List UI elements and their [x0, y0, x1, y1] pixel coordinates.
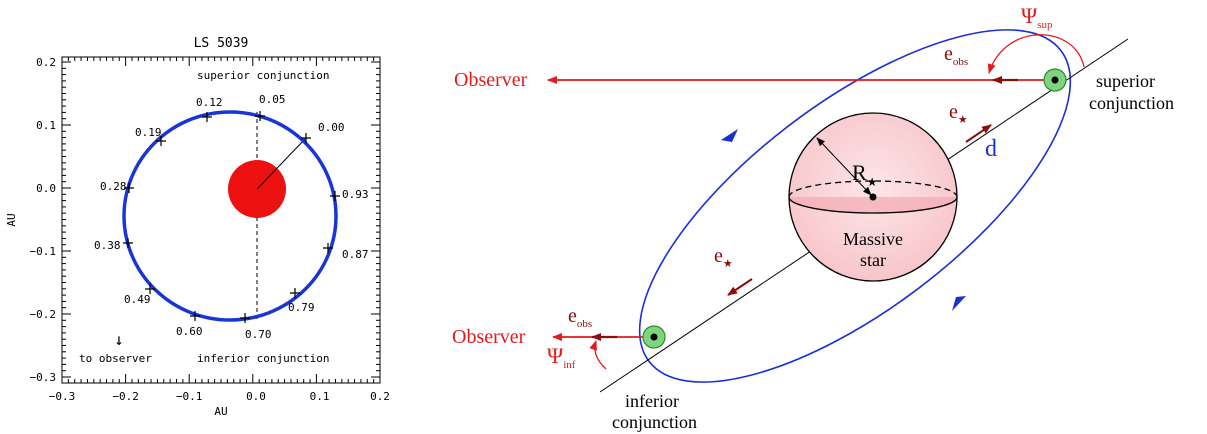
psi-sup-arc	[987, 34, 1085, 74]
phase-label: 0.93	[342, 188, 369, 201]
phase-label: 0.12	[196, 96, 223, 109]
y-tick-label: −0.2	[30, 308, 57, 321]
axis-ticks	[61, 57, 381, 383]
y-tick-label: −0.1	[30, 245, 57, 258]
x-tick-label: 0.2	[370, 390, 390, 403]
inferior-conjunction-line2: conjunction	[612, 412, 697, 432]
star-label-line1: Massive	[843, 229, 903, 249]
y-tick-label: −0.3	[30, 371, 57, 384]
x-axis-label: AU	[214, 405, 227, 418]
phase-cross	[156, 136, 166, 146]
e-obs-label-bottom: eobs	[568, 305, 592, 330]
e-star-label-lower: e★	[714, 245, 733, 270]
phase-cross	[301, 133, 311, 143]
observer-label-top: Observer	[454, 69, 528, 91]
phase-cross	[190, 311, 200, 321]
phase-label: 0.00	[318, 121, 345, 134]
star-label-line2: star	[860, 250, 886, 270]
down-arrow-icon: ↓	[114, 330, 124, 349]
phase-cross	[145, 284, 155, 294]
phase-crosses	[123, 111, 340, 323]
phase-cross	[323, 243, 333, 253]
inferior-conjunction-line1: inferior	[625, 391, 679, 411]
phase-label: 0.19	[135, 126, 162, 139]
phase-cross	[240, 313, 250, 323]
radius-arrow	[816, 137, 872, 196]
phase-label: 0.60	[176, 325, 203, 338]
x-tick-label: −0.3	[49, 390, 76, 403]
e-star-vector-lower	[727, 278, 753, 296]
phase-label: 0.49	[124, 293, 151, 306]
orbit-ellipse-schematic	[638, 29, 1072, 383]
superior-conjunction-label: superior conjunction	[197, 69, 329, 82]
e-star-vector-upper	[965, 124, 992, 143]
y-tick-label: 0.2	[36, 56, 56, 69]
compact-object-superior	[1043, 68, 1067, 92]
compact-object-inferior	[642, 325, 666, 349]
e-obs-label-top: eobs	[944, 43, 968, 68]
phase-label: 0.38	[94, 239, 121, 252]
separation-label: d	[985, 136, 997, 162]
radius-label: R★	[852, 160, 877, 189]
psi-sup-label: Ψsup	[1021, 3, 1053, 31]
y-tick-label: 0.0	[36, 182, 56, 195]
superior-conjunction-line2: conjunction	[1089, 93, 1174, 113]
x-tick-label: 0.0	[246, 390, 266, 403]
periastron-line	[256, 137, 307, 190]
psi-inf-label: Ψinf	[547, 343, 576, 371]
observer-direction-label: to observer	[79, 352, 152, 365]
y-tick-label: 0.1	[36, 119, 56, 132]
superior-conjunction-line1: superior	[1096, 71, 1155, 91]
phase-cross	[330, 191, 340, 201]
phase-cross	[290, 288, 300, 298]
orbit-direction-arrow	[952, 296, 966, 311]
phase-cross	[202, 112, 212, 122]
orbit-ellipse	[122, 110, 338, 322]
x-tick-label: −0.2	[112, 390, 139, 403]
left-panel: LS 5039 −0.3 −0.2 −0.1 0.0 0.1 0.2 AU	[5, 36, 390, 418]
phase-label: 0.28	[100, 180, 127, 193]
phase-label: 0.87	[342, 248, 369, 261]
x-tick-label: 0.1	[310, 390, 330, 403]
plot-title: LS 5039	[194, 36, 249, 51]
psi-inf-arc	[589, 340, 607, 370]
phase-cross	[124, 183, 134, 193]
x-tick-label: −0.1	[176, 390, 203, 403]
phase-label: 0.05	[259, 93, 286, 106]
phase-label: 0.79	[288, 301, 315, 314]
inferior-conjunction-label: inferior conjunction	[197, 352, 329, 365]
phase-cross	[255, 111, 265, 121]
axis-minor-ticks	[62, 57, 380, 383]
phase-cross	[123, 238, 133, 248]
orbit-direction-arrow	[721, 129, 738, 142]
phase-label: 0.70	[245, 328, 272, 341]
y-axis-label: AU	[5, 213, 18, 226]
right-panel: R★ Massive star d e★ e★ Observer Observe…	[452, 3, 1174, 432]
observer-label-bottom: Observer	[452, 326, 526, 348]
e-star-label-upper: e★	[949, 101, 968, 126]
